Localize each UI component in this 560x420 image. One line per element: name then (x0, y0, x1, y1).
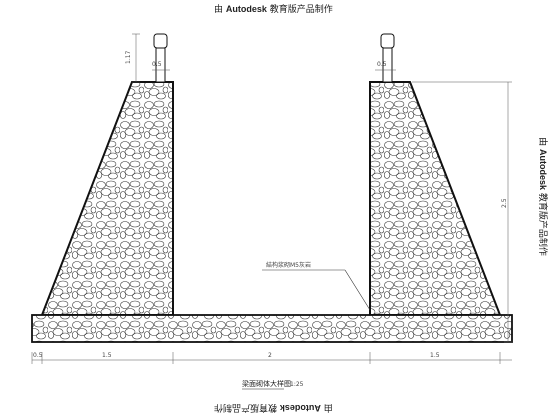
post-height-dimension (132, 33, 140, 83)
bottom-dim-1: 0.5 (33, 352, 43, 359)
right-post (380, 33, 395, 83)
bottom-dim-2: 1.5 (102, 352, 112, 359)
post-height-label: 1.17 (125, 50, 132, 64)
right-post-width-label: 0.5 (377, 61, 387, 68)
total-height-label: 2.5 (501, 198, 508, 208)
left-post-width-label: 0.5 (152, 61, 162, 68)
bottom-dimension-chain (31, 352, 512, 364)
left-post (153, 33, 168, 83)
total-height-dimension (412, 81, 512, 343)
drawing-title: 梁面砌体大样图 (242, 379, 291, 388)
watermark-top: 由 Autodesk 教育版产品制作 (214, 4, 333, 15)
left-wall (40, 81, 174, 316)
callout-leader (262, 269, 371, 311)
right-wall (369, 81, 502, 316)
bottom-dim-3: 2 (268, 352, 272, 359)
material-callout: 結构浆砌M5灰岩 (266, 261, 311, 269)
bottom-dim-4: 1.5 (430, 352, 440, 359)
base-slab (31, 314, 513, 343)
drawing-scale: 1:25 (290, 381, 304, 388)
